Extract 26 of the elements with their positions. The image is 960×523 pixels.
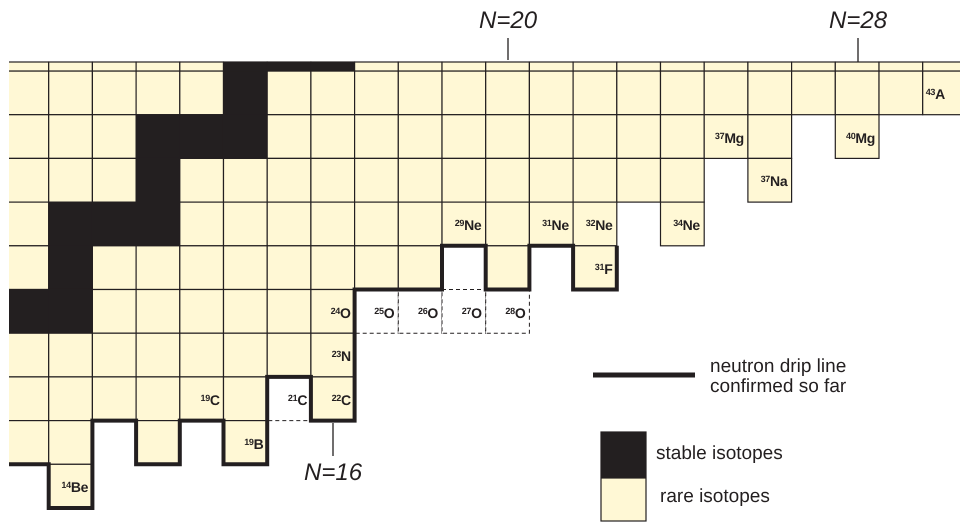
magic-number-label: N=28 [829, 8, 888, 34]
isotope-label: $^{40}$Mg [846, 130, 876, 146]
isotope-label: $^{27}$O [462, 304, 482, 320]
isotope-label: $^{32}$Ne [586, 217, 613, 234]
isotope-label: $^{26}$O [418, 304, 438, 320]
isotope-label: $^{28}$O [505, 304, 526, 320]
isotope-label: $^{29}$Ne [454, 217, 482, 234]
isotope-label: $^{31}$F [594, 260, 612, 277]
isotope-label: $^{14}$Be [61, 479, 88, 496]
isotope-label: $^{37}$Na [760, 173, 788, 190]
isotope-label: $^{25}$O [374, 304, 394, 320]
isotope-label: $^{24}$O [330, 304, 351, 320]
isotope-label: $^{22}$C [332, 392, 351, 408]
isotope-label: $^{21}$C [288, 392, 308, 408]
isotope-label: $^{37}$Mg [714, 130, 744, 146]
isotope-label: $^{19}$B [244, 436, 264, 452]
legend-label: stable isotopes [656, 444, 783, 464]
isotope-label: $^{43}$A [926, 86, 945, 102]
magic-number-label: N=16 [304, 460, 362, 486]
legend-label: rare isotopes [660, 487, 770, 507]
isotope-label: $^{31}$Ne [542, 217, 569, 234]
isotope-label: $^{34}$Ne [673, 217, 700, 234]
isotope-label: $^{23}$N [332, 348, 351, 364]
legend-label: neutron drip line confirmed so far [710, 357, 848, 397]
magic-number-label: N=20 [479, 8, 538, 34]
isotope-label: $^{19}$C [200, 392, 220, 408]
